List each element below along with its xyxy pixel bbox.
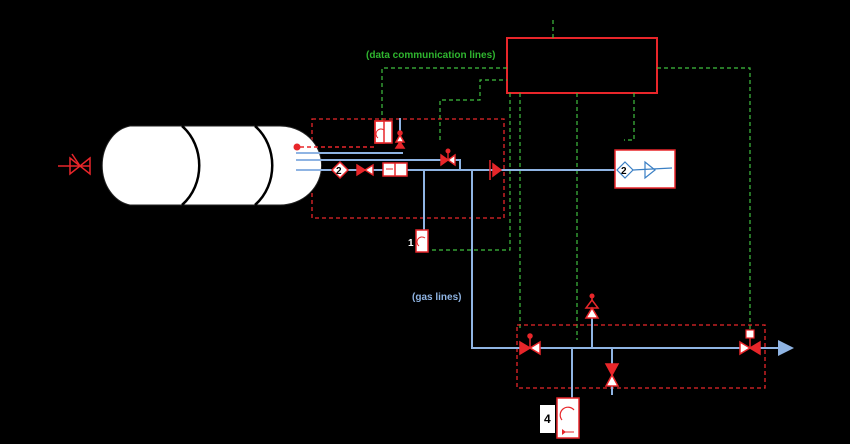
gas-lines	[296, 118, 794, 400]
tag-1: 1	[408, 238, 414, 249]
storage-tank	[101, 125, 322, 206]
data-lines-label: (data communication lines)	[366, 50, 495, 61]
tag-4: 4	[544, 412, 551, 426]
controller-box	[506, 37, 658, 94]
outlet-shutoff-valve-icon	[519, 333, 541, 356]
final-shutoff-valve-icon	[739, 329, 761, 356]
pressure-sensor-icon	[374, 120, 393, 144]
tag-4-box	[540, 405, 555, 433]
sensor-12-icon	[293, 143, 301, 151]
tag-2-tank: 2	[336, 166, 342, 177]
top-shutoff-valve-icon	[394, 130, 406, 149]
tag-2-box: 2	[621, 166, 627, 177]
check-valve-icon	[489, 160, 503, 180]
data-communication-lines	[381, 67, 751, 340]
pressure-sensor-1-icon: 1	[408, 229, 429, 253]
downstream-filter-box: 2	[614, 149, 676, 189]
tag-12: 12	[278, 142, 290, 154]
outlet-valve-enclosure	[516, 324, 766, 389]
outlet-relief-valve-icon	[584, 293, 600, 319]
regulator-icon	[382, 162, 408, 177]
relief-valve-icon	[58, 153, 91, 176]
branch-valve-icon	[440, 148, 456, 167]
gas-lines-label: (gas lines)	[412, 292, 461, 303]
pressure-sensor-4-icon	[556, 397, 580, 439]
filter-icon: 2	[330, 160, 350, 180]
vertical-shutoff-valve-icon	[604, 363, 620, 387]
shutoff-valve-icon	[356, 163, 374, 177]
